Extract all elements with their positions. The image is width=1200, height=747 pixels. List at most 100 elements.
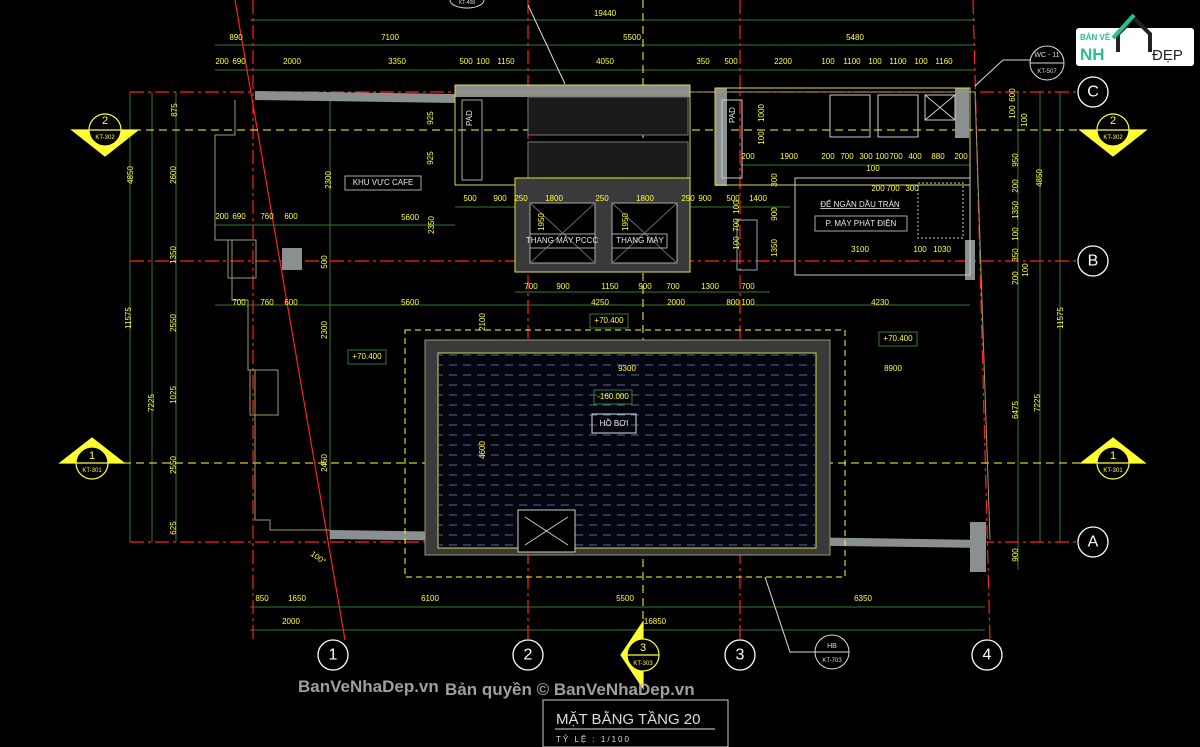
section-marker-2-left[interactable]: 2 KT-302: [70, 113, 140, 157]
section-marker-1-right[interactable]: 1 KT-301: [1079, 437, 1147, 480]
label-oil-tray: ĐỂ NGĂN DẦU TRÀN: [820, 199, 900, 209]
callout-hb[interactable]: HB KT-703: [764, 576, 850, 670]
callout-kt-408[interactable]: KT-408: [449, 0, 566, 85]
logo-text-dep: ĐẸP: [1152, 47, 1183, 64]
dimension-text: 100: [868, 57, 882, 66]
dimension-text: 4050: [596, 57, 614, 66]
dimension-text: 3100: [851, 245, 869, 254]
grid-bubble-c[interactable]: C: [1077, 76, 1109, 108]
svg-text:B: B: [1088, 253, 1099, 270]
level-tag: -160.000: [597, 392, 629, 401]
dimension-text: 850: [255, 594, 269, 603]
svg-text:KT-703: KT-703: [822, 658, 842, 664]
dimension-text: 700: [889, 152, 903, 161]
dimension-text: 700: [232, 298, 246, 307]
building-outline: [214, 91, 991, 541]
dimension-text: 690: [232, 212, 246, 221]
dimension-text: 600: [284, 212, 298, 221]
dimension-text: 900: [698, 194, 712, 203]
dimension-text: 1650: [288, 594, 306, 603]
dimension-text: 2000: [282, 617, 300, 626]
dimension-text: 2000: [667, 298, 685, 307]
grid-bubble-2[interactable]: 2: [512, 639, 544, 671]
dimension-text: 4230: [871, 298, 889, 307]
grid-bubble-3[interactable]: 3: [724, 639, 756, 671]
dimension-text: 250: [595, 194, 609, 203]
dimension-text: 5600: [401, 213, 419, 222]
dimension-text: 600: [284, 298, 298, 307]
dimension-text: 2300: [320, 321, 329, 339]
dimension-text: 16850: [644, 617, 667, 626]
section-marker-3-bottom[interactable]: 3 KT-303: [620, 620, 660, 690]
dimension-text: 100: [913, 245, 927, 254]
label-pool: HỒ BƠI: [600, 418, 629, 428]
grid-bubble-a[interactable]: A: [1077, 526, 1109, 558]
dimension-text: 700: [741, 282, 755, 291]
dimension-text: 100: [1011, 227, 1020, 241]
grid-bubble-4[interactable]: 4: [971, 639, 1003, 671]
label-elevator: THANG MÁY: [616, 236, 664, 245]
dimension-text: 500: [459, 57, 473, 66]
watermark-copyright: Bản quyền © BanVeNhaDep.vn: [445, 680, 695, 699]
dimension-text: 500: [726, 194, 740, 203]
dimension-text: 900: [493, 194, 507, 203]
dimension-text: 1300: [701, 282, 719, 291]
dimension-text: 7100: [381, 33, 399, 42]
dimension-text: 700: [886, 184, 900, 193]
svg-text:2: 2: [1110, 115, 1116, 127]
dimension-text: 700: [732, 218, 741, 232]
grid-bubble-1[interactable]: 1: [317, 639, 349, 671]
dimension-text: 400: [908, 152, 922, 161]
stair: [454, 84, 691, 186]
dimension-text: 1400: [749, 194, 767, 203]
dimension-text: 100: [1021, 263, 1030, 277]
dimension-text: 11575: [1056, 307, 1065, 329]
watermark: BanVeNhaDep.vn: [298, 677, 439, 696]
dimension-text: 200: [954, 152, 968, 161]
dimension-text: 2200: [774, 57, 792, 66]
logo: BẢN VẼ NH ĐẸP: [1076, 13, 1194, 66]
dimension-text: 200: [215, 212, 229, 221]
dimension-text: 1950: [537, 213, 546, 231]
svg-text:KT-302: KT-302: [1103, 135, 1123, 141]
dimension-text: 1160: [935, 57, 953, 66]
section-marker-2-right[interactable]: 2 KT-302: [1078, 113, 1148, 157]
dimension-text: 875: [170, 103, 179, 117]
section-markers: 2 KT-302 2 KT-302 1 KT-301 1 KT-301 3 KT…: [58, 113, 1148, 690]
callout-wc-11[interactable]: WC - 11 KT-507: [974, 45, 1065, 87]
dimension-text: 1350: [169, 246, 178, 264]
svg-text:HB: HB: [827, 643, 837, 650]
svg-text:3: 3: [640, 642, 646, 654]
dimension-text: 925: [426, 111, 435, 125]
dimension-text: 1030: [933, 245, 951, 254]
dimension-text: 1350: [770, 239, 779, 257]
level-tag: +70.400: [594, 316, 624, 325]
dimension-text: 250: [681, 194, 695, 203]
grid-bubble-b[interactable]: B: [1077, 245, 1109, 277]
dimension-text: 100: [741, 298, 755, 307]
dimension-text: 2350: [427, 216, 436, 234]
drawing-scale: TỶ LỆ : 1/100: [556, 735, 631, 744]
svg-text:1: 1: [89, 450, 95, 462]
dimension-text: 2100: [478, 313, 487, 331]
dimension-text: 100: [757, 131, 766, 145]
dimension-text: 100: [732, 236, 741, 250]
grid-bubbles: C B A 1 2 3 4: [317, 76, 1109, 671]
label-pad: PAD: [465, 110, 474, 126]
svg-text:KT-301: KT-301: [1103, 468, 1123, 474]
dimension-text: 690: [232, 57, 246, 66]
angle-label: 100°: [309, 549, 328, 566]
dimension-text: 1100: [889, 57, 907, 66]
section-marker-1-left[interactable]: 1 KT-301: [58, 437, 126, 480]
level-tag: +70.400: [352, 352, 382, 361]
dimension-text: 2550: [169, 314, 178, 332]
drawing-title: MẶT BẰNG TẦNG 20: [556, 710, 701, 728]
wc-block: [714, 87, 971, 186]
svg-text:A: A: [1088, 534, 1099, 551]
dimension-text: 950: [1011, 153, 1020, 167]
dimension-text: 1800: [636, 194, 654, 203]
dimension-text: 1100: [843, 57, 861, 66]
dimension-text: 900: [556, 282, 570, 291]
svg-text:2: 2: [524, 647, 533, 664]
